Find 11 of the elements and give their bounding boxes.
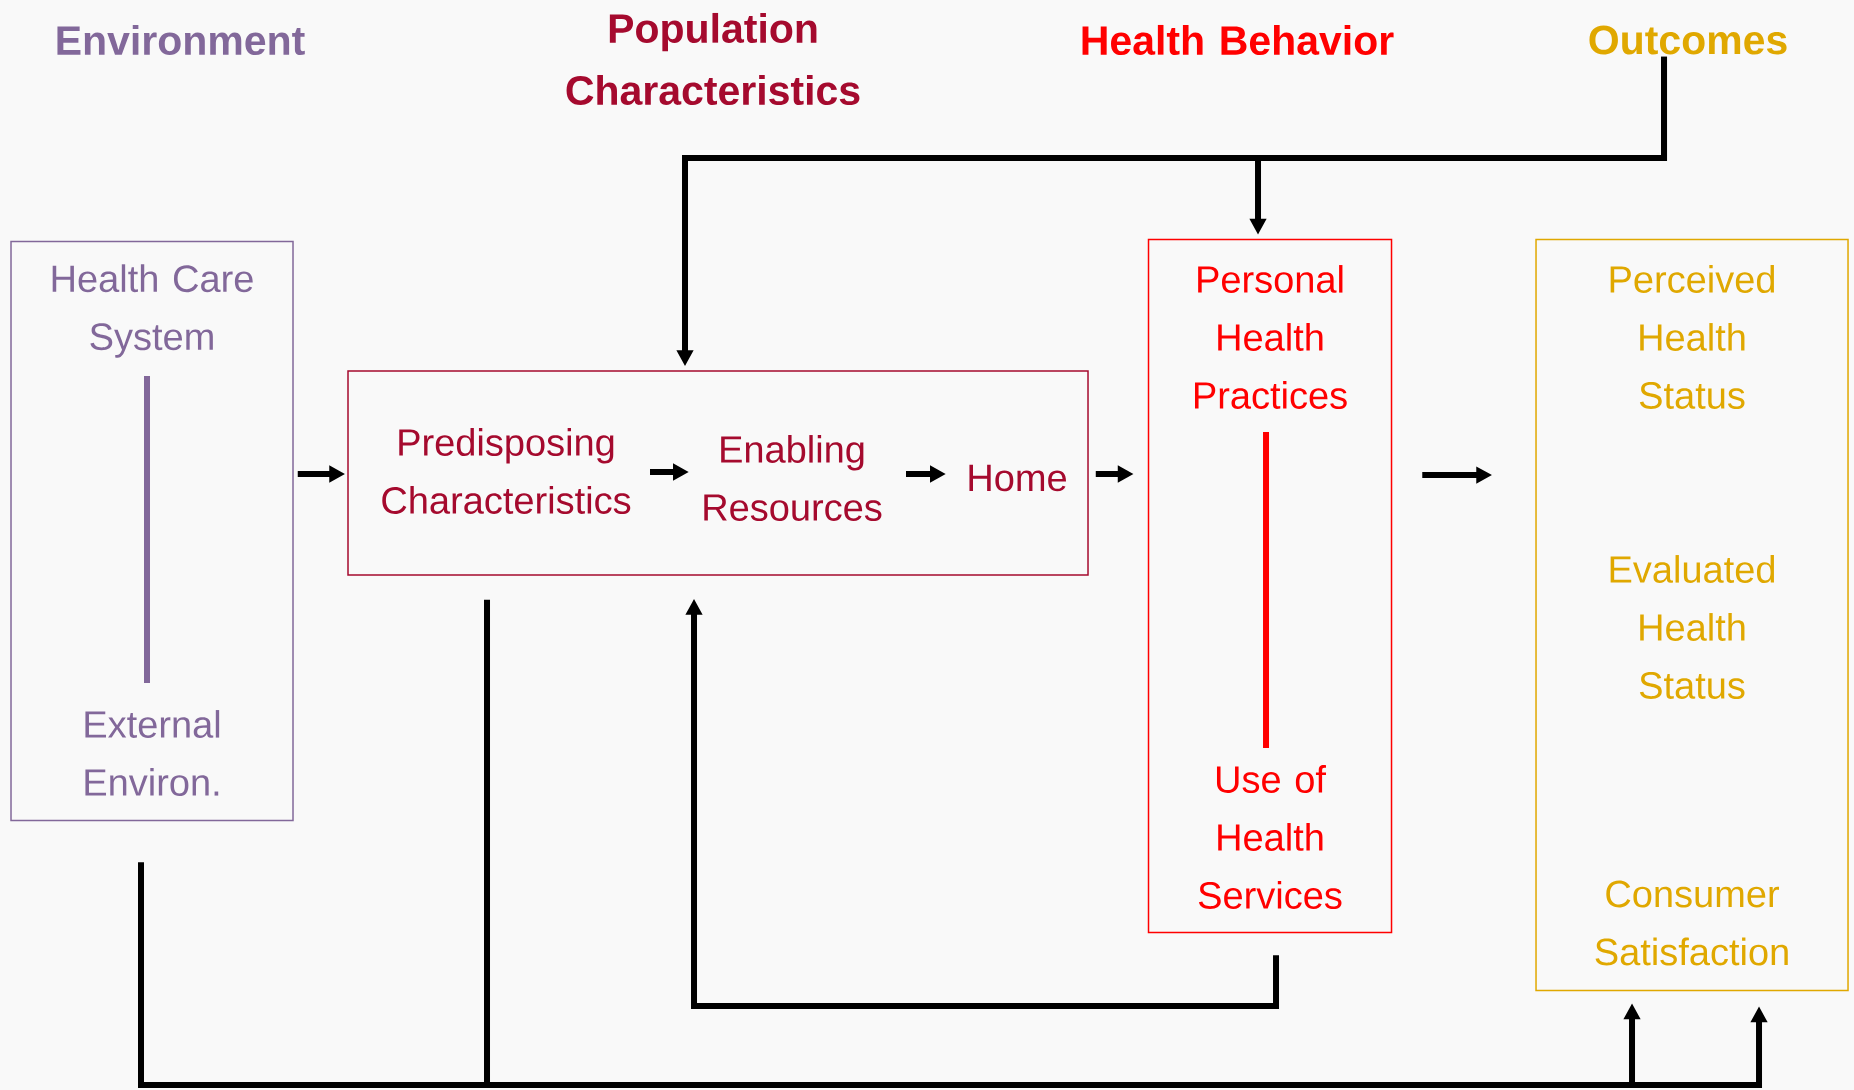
factor-text: Enabling Resources xyxy=(704,435,882,521)
group-box: Health Care System External Environ. xyxy=(10,240,294,822)
factor-text: Predisposing Characteristics xyxy=(382,428,631,514)
group-box xyxy=(347,370,1089,576)
column-heading: Environment xyxy=(57,24,305,56)
group-box: Perceived Health Status Evaluated Health Status Consumer Satisfaction xyxy=(1535,238,1849,992)
column-heading: Population Characteristics xyxy=(566,12,860,106)
column-heading: Health Behavior xyxy=(1082,24,1394,56)
group-box: Personal Health Practices Use of Health Services xyxy=(1147,238,1393,934)
column-heading: Outcomes xyxy=(1589,25,1787,55)
factor-text: Home xyxy=(969,464,1066,492)
